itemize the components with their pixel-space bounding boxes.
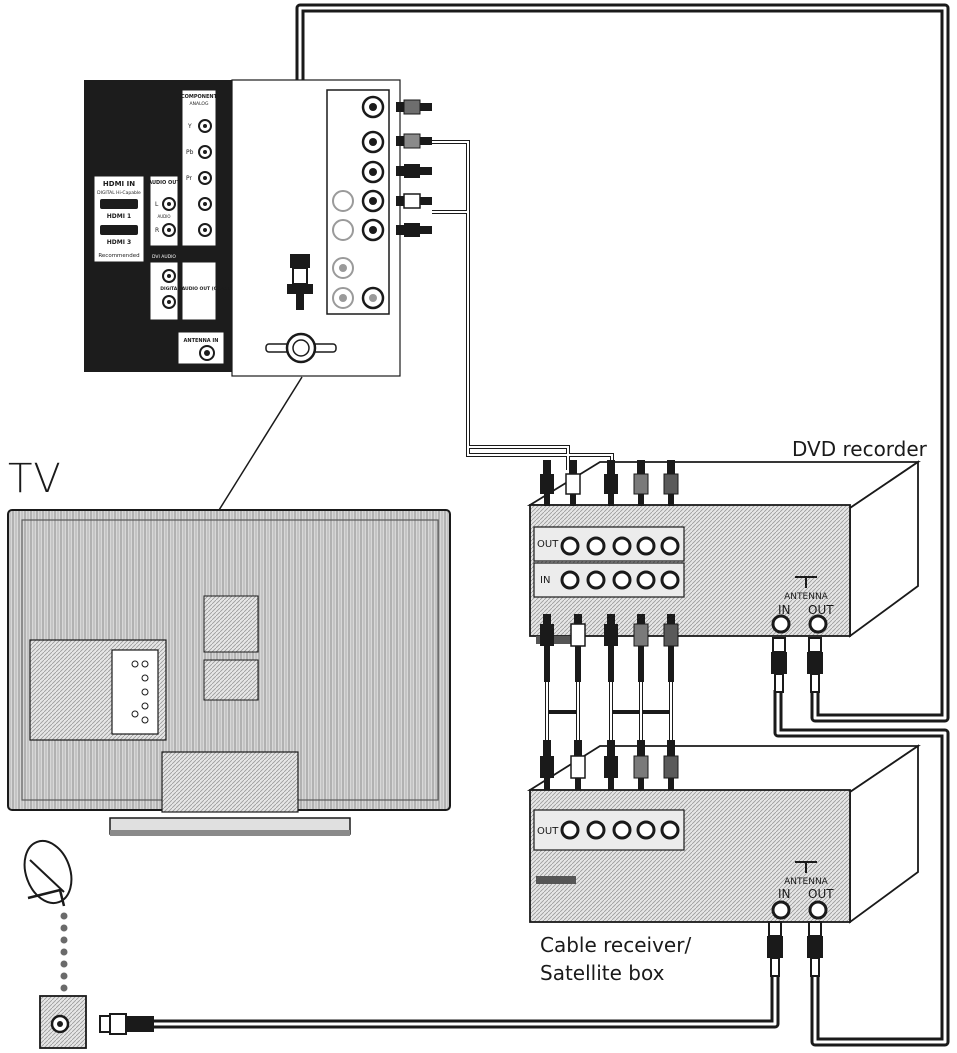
dotted-link xyxy=(60,912,68,992)
dvi-audio-label: DVI AUDIO xyxy=(152,254,176,260)
component-sub: ANALOG xyxy=(190,101,209,107)
rca-plugs-dvd-out xyxy=(540,460,679,506)
av-cables-tv-to-dvd xyxy=(432,140,614,470)
box-out-label: OUT xyxy=(537,826,559,837)
hdmi3-label: HDMI 3 xyxy=(107,239,131,246)
audio-word-label: AUDIO xyxy=(157,214,170,219)
audio-l-label: L xyxy=(155,201,159,208)
hdmi1-label: HDMI 1 xyxy=(107,213,131,220)
box-antenna-in-label: IN xyxy=(778,887,791,901)
dvd-out-label: OUT xyxy=(537,539,559,550)
jack-column-left xyxy=(332,190,354,309)
satellite-dish-icon xyxy=(23,840,73,907)
dvd-in-label: IN xyxy=(540,575,550,586)
box-antenna-out-label: OUT xyxy=(808,887,834,901)
wall-outlet-icon xyxy=(39,995,87,1049)
dvd-antenna-label: ANTENNA xyxy=(784,592,829,602)
digital-audio-out-label: DIGITAL AUDIO OUT (COAXIAL) xyxy=(160,286,237,292)
rca-plugs-tv xyxy=(396,99,432,237)
panel-antenna-in-label: ANTENNA IN xyxy=(184,338,219,344)
tv-body xyxy=(7,509,451,836)
dvd-recorder-label: DVD recorder xyxy=(792,437,927,461)
box-antenna-label: ANTENNA xyxy=(784,877,829,887)
rca-plugs-box xyxy=(540,740,679,790)
component-pb-label: Pb xyxy=(186,149,194,156)
rca-plugs-middle xyxy=(540,614,679,682)
satellite-box-label: Satellite box xyxy=(540,961,665,985)
dvd-recorder-device: OUT IN ANTENNA IN OUT xyxy=(526,460,921,644)
component-y-label: Y xyxy=(187,123,192,130)
cable-box-device: OUT ANTENNA IN OUT xyxy=(526,744,921,924)
dvd-antenna-in-label: IN xyxy=(778,603,791,617)
dvd-antenna-out-label: OUT xyxy=(808,603,834,617)
f-connectors xyxy=(767,637,823,977)
antenna-jack-icon xyxy=(265,332,337,364)
component-title: COMPONENT xyxy=(181,94,218,100)
hdmi-subtitle: DIGITAL Hi-Capable xyxy=(97,190,141,196)
cable-receiver-label: Cable receiver/ xyxy=(540,933,692,957)
tv-label: TV xyxy=(8,456,62,502)
recommended-label: Recommended xyxy=(98,253,139,259)
av-cables-dvd-to-box xyxy=(545,682,673,740)
wall-f-connector xyxy=(99,1013,154,1035)
cable-wall-to-box-in xyxy=(150,960,780,1029)
tv-side-jack-panel xyxy=(231,79,401,377)
component-pr-label: Pr xyxy=(186,175,193,182)
audio-out-label: AUDIO OUT xyxy=(148,180,180,186)
tv-connector-panel: HDMI IN DIGITAL Hi-Capable HDMI 1 HDMI 3… xyxy=(84,80,238,372)
audio-r-label: R xyxy=(155,227,159,234)
hdmi-title: HDMI IN xyxy=(103,180,135,188)
